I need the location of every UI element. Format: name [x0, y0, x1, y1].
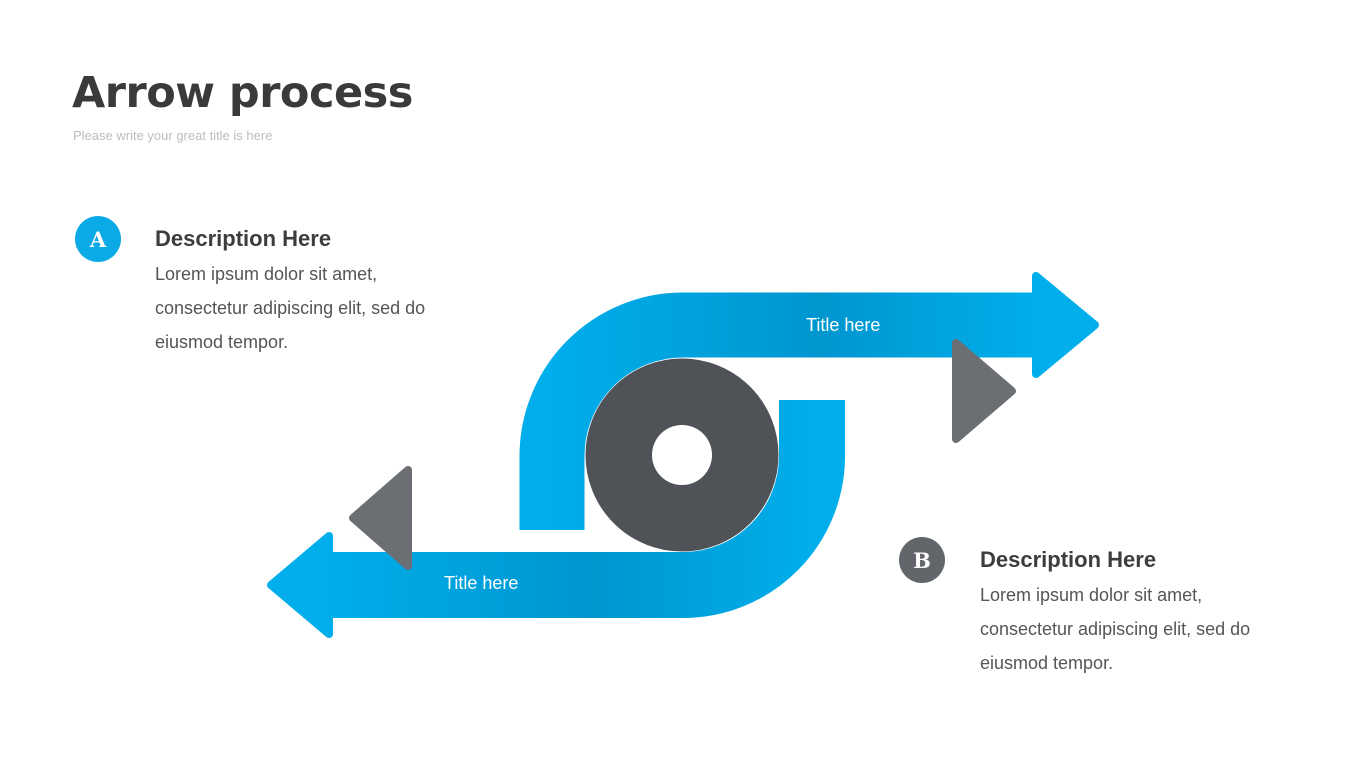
description-b-title: Description Here [980, 547, 1157, 572]
blue-right-arrowhead [1032, 272, 1099, 378]
page-title: Arrow process [72, 68, 413, 118]
badge-b: B [899, 537, 945, 583]
center-hole [652, 425, 712, 485]
badge-a: A [75, 216, 121, 262]
blue-left-arrowhead [267, 532, 333, 638]
description-a-body: Lorem ipsum dolor sit amet, consectetur … [155, 264, 426, 352]
description-a-title: Description Here [155, 226, 332, 251]
blue-s-arrow [267, 272, 1099, 638]
gray-s-arrow [349, 339, 1016, 570]
blue-bottom-arrow-label: Title here [444, 573, 519, 593]
description-b-body: Lorem ipsum dolor sit amet, consectetur … [980, 585, 1251, 673]
blue-top-arrow-label: Title here [806, 315, 881, 335]
gray-bottom-arrow-label: Title here [444, 508, 519, 528]
gray-right-arrowhead [952, 339, 1016, 443]
gray-top-arrow-label: Title here [806, 381, 881, 401]
gray-left-arrowhead [349, 466, 412, 570]
page-subtitle: Please write your great title is here [73, 128, 273, 143]
